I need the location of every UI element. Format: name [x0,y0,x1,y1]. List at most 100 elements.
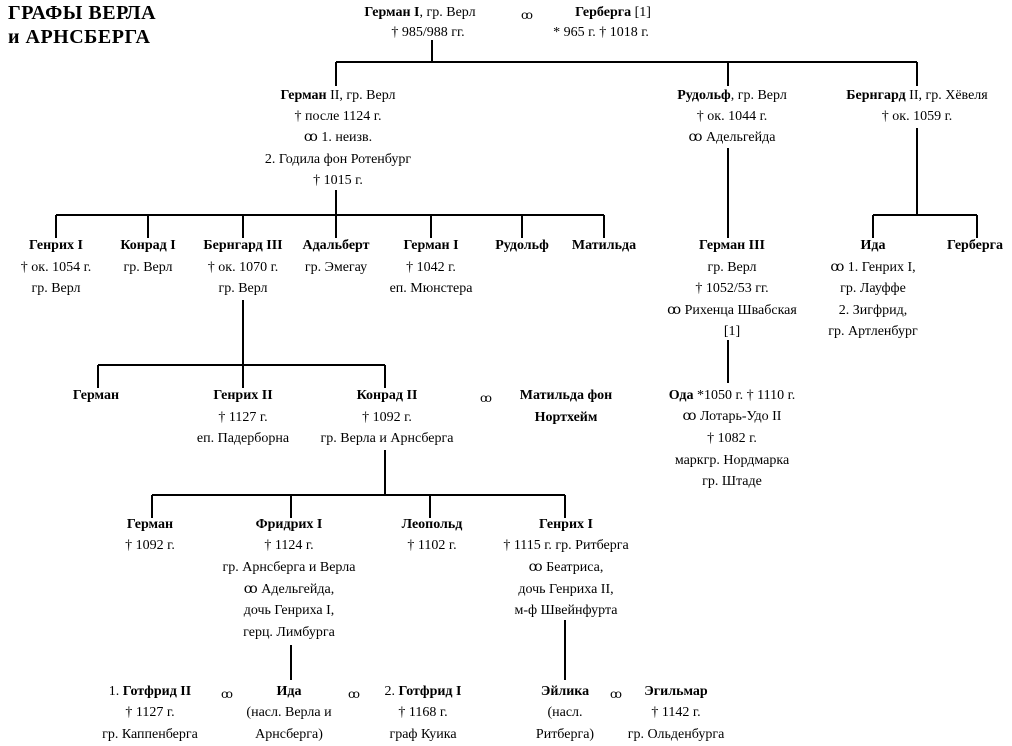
person-detail: дочь Генриха II, [518,582,614,597]
person-herman-ii: Герман II, гр. Верл [280,86,395,106]
person-detail: гр. Верл [123,260,173,275]
person-egilmar: Эгильмар [644,684,708,699]
spouse-number: 1. [108,684,123,699]
person-name: Герман [280,88,327,103]
person-herman-i-root: Герман I, гр. Верл [364,3,475,23]
person-detail: ꝏ Адельгейда [688,130,776,145]
marriage-symbol: ꝏ [521,8,533,22]
person-detail: 2. Зигфрид, [838,303,908,318]
person-konrad-i: Конрад I [120,238,176,253]
person-detail: гр. Артленбург [828,324,918,339]
person-detail: ꝏ Лотарь-Удо II [682,409,782,424]
person-detail: † 1142 г. [651,705,701,720]
person-detail: † 1092 г. [362,410,412,425]
person-rudolf-verl: Рудольф, гр. Верл [677,86,787,106]
person-detail: еп. Мюнстера [389,281,473,296]
person-detail: гр. Верл [31,281,81,296]
person-heinrich-ii: Генрих II [213,388,273,403]
person-detail: † после 1124 г. [294,109,382,124]
person-detail: дочь Генриха I, [243,603,335,618]
person-title: , гр. Верл [419,5,476,20]
person-herman-i-bishop: Герман I [403,238,459,253]
person-dates: *1050 г. † 1110 г. [693,388,796,403]
person-name: Готфрид II [122,684,192,699]
marriage-symbol: ꝏ [221,687,233,701]
person-herman-c: Герман [72,388,120,403]
person-dates: † 985/988 гг. [391,25,465,40]
person-detail: м-ф Швейнфурта [514,603,618,618]
person-detail: гр. Верл [707,260,757,275]
person-dates: * 965 г. † 1018 г. [553,25,649,40]
person-name: Рудольф [677,88,731,103]
person-gottfried-ii: 1. Готфрид II [109,682,191,702]
person-detail: † ок. 1059 г. [881,109,953,124]
person-detail: гр. Каппенберга [102,727,198,742]
person-gerberga-b: Герберга [946,238,1004,253]
person-detail: гр. Лауффе [840,281,906,296]
page-title-line-2: и АРНСБЕРГА [8,26,151,48]
person-heinrich-i-a: Генрих I [29,238,83,253]
person-name: Ода [668,388,694,403]
person-detail: † 1115 г. гр. Ритберга [503,538,629,553]
person-title: II, гр. Хёвеля [905,88,988,103]
person-detail: еп. Падерборна [196,431,290,446]
person-detail: † 1168 г. [398,705,448,720]
person-detail: ꝏ Адельгейда, [243,582,335,597]
person-title: II, гр. Верл [326,88,396,103]
person-detail: ꝏ 1. Генрих I, [830,260,916,275]
person-name: Бернгард [846,88,906,103]
person-detail: † 1127 г. [125,705,175,720]
person-detail: Арнсберга) [255,727,323,742]
person-detail: ꝏ 1. неизв. [303,130,373,145]
person-detail: гр. Ольденбурга [627,727,725,742]
person-name: Готфрид I [398,684,462,699]
person-detail: † 1082 г. [707,431,757,446]
page-title-line-1: ГРАФЫ ВЕРЛА [8,2,157,24]
person-gottfried-i: 2. Готфрид I [385,682,462,702]
person-detail: † 1102 г. [407,538,457,553]
person-friedrich-i: Фридрих I [255,517,323,532]
person-detail: (насл. Верла и [246,705,332,720]
person-leopold: Леопольд [401,517,463,532]
person-detail: Ритберга) [535,727,595,742]
person-name: Герман I [364,5,420,20]
person-detail: гр. Штаде [702,474,762,489]
person-bernhard-ii: Бернгард II, гр. Хёвеля [846,86,987,106]
marriage-symbol: ꝏ [348,687,360,701]
person-detail: гр. Арнсберга и Верла [222,560,356,575]
person-ida-b: Ида [276,684,302,699]
person-detail: [1] [723,324,741,339]
person-detail: † 1015 г. [313,173,363,188]
person-detail: герц. Лимбурга [243,625,335,640]
person-name: Герберга [575,5,632,20]
person-detail: гр. Верла и Арнсберга [320,431,454,446]
person-gerberga-root: Герберга [1] [575,3,651,23]
person-detail: ꝏ Рихенца Швабская [667,303,797,318]
person-herman-iii: Герман III [699,238,765,253]
person-adalbert: Адальберт [302,238,370,253]
person-herman-d: Герман [126,517,174,532]
person-detail: † 1042 г. [406,260,456,275]
person-oda: Ода *1050 г. † 1110 г. [669,386,796,406]
person-detail: ꝏ Беатриса, [528,560,604,575]
person-ida-a: Ида [860,238,886,253]
person-konrad-ii: Конрад II [356,388,418,403]
person-detail: † ок. 1054 г. [20,260,92,275]
person-detail: (насл. [547,705,583,720]
person-detail: † ок. 1044 г. [696,109,768,124]
person-detail: † 1124 г. [264,538,314,553]
person-eilika: Эйлика [540,684,590,699]
person-rudolf: Рудольф [495,238,549,253]
person-detail: † ок. 1070 г. [207,260,279,275]
person-bernhard-iii: Бернгард III [203,238,283,253]
person-detail: граф Куика [389,727,457,742]
person-title: , гр. Верл [730,88,787,103]
person-detail: † 1127 г. [218,410,268,425]
person-mathilde-a: Матильда [571,238,637,253]
person-detail: гр. Верл [218,281,268,296]
person-detail: † 1052/53 гг. [695,281,769,296]
marriage-symbol: ꝏ [480,391,492,405]
person-detail: гр. Эмегау [304,260,368,275]
person-detail: 2. Годила фон Ротенбург [264,152,412,167]
